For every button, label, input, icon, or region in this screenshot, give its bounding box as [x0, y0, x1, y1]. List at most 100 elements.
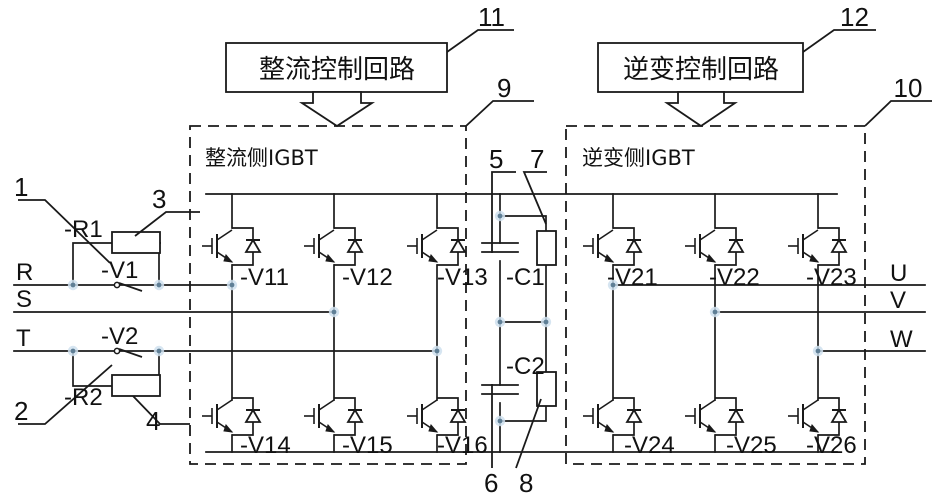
label-phase-w: W: [890, 326, 913, 353]
rect-control-box[interactable]: [225, 42, 448, 93]
label-v16: -V16: [437, 432, 488, 459]
label-r1: -R1: [64, 216, 103, 243]
igbt-v23-diode-top-lead: [818, 227, 840, 240]
igbt-v11-diode-bottom-lead: [232, 252, 254, 266]
igbt-v13[interactable]: [406, 227, 466, 266]
leader-7: [522, 171, 547, 225]
label-v23: -V23: [806, 264, 857, 291]
label-phase-u: U: [890, 260, 907, 287]
igbt-v16-diode-bottom-lead: [437, 422, 459, 436]
switch-v2-blade: [118, 348, 143, 358]
inv-control-arrow-icon: [664, 91, 738, 128]
label-v25: -V25: [726, 432, 777, 459]
igbt-v11[interactable]: [201, 227, 261, 266]
inv-control-label: 逆变控制回路: [623, 55, 779, 85]
igbt-v25-diode-bottom-lead: [715, 422, 737, 436]
rect-region-label: 整流侧IGBT: [205, 146, 318, 170]
node-dc-midpoint-right: [540, 316, 552, 328]
switch-v2-pivot: [113, 347, 121, 355]
rectifier-igbt-bottom-row: [201, 397, 466, 436]
leader-11: [446, 29, 514, 53]
rect-control-arrow-icon: [298, 91, 376, 128]
igbt-v21-diode-top-lead: [613, 227, 635, 240]
node-r-right: [153, 279, 165, 291]
leader-8: [515, 398, 542, 469]
igbt-v22-diode-bottom-lead: [715, 252, 737, 266]
igbt-v15-diode-bottom-lead: [334, 422, 356, 436]
callout-6: 6: [484, 468, 498, 498]
node-dc-neg-cap: [494, 415, 506, 427]
switch-v1-pivot: [113, 281, 121, 289]
igbt-v25[interactable]: [684, 397, 744, 436]
wire-r2-branch-left: [72, 350, 113, 387]
label-r2: -R2: [64, 384, 103, 411]
node-inv-leg3: [812, 345, 824, 357]
igbt-v16-diode-top-lead: [437, 397, 459, 410]
callout-11: 11: [478, 2, 505, 32]
bleeder-resistor-7-body: [536, 230, 557, 266]
label-c2: -C2: [506, 353, 545, 380]
label-v1: -V1: [101, 257, 138, 284]
bleeder-r8-bottom-lead: [499, 405, 547, 422]
bleeder-r7-top-lead: [499, 215, 547, 232]
node-t-right: [153, 345, 165, 357]
callout-8: 8: [519, 468, 533, 498]
inverter-igbt-bottom-row: [582, 397, 847, 436]
inverter-igbt-top-row: [582, 227, 847, 266]
igbt-v15-diode-top-lead: [334, 397, 356, 410]
igbt-v15[interactable]: [303, 397, 363, 436]
label-v24: -V24: [624, 432, 675, 459]
label-v14: -V14: [240, 432, 291, 459]
igbt-v24-diode-top-lead: [613, 397, 635, 410]
region-inverter-side: [565, 125, 866, 465]
label-v21: -V21: [607, 264, 658, 291]
resistor-r2-body: [111, 374, 161, 397]
node-r-left: [67, 279, 79, 291]
label-phase-s: S: [16, 286, 32, 313]
igbt-v21[interactable]: [582, 227, 642, 266]
igbt-v23[interactable]: [787, 227, 847, 266]
label-v12: -V12: [342, 264, 393, 291]
leader-12: [802, 29, 876, 53]
callout-3: 3: [152, 184, 166, 214]
igbt-v11-diode-top-lead: [232, 227, 254, 240]
label-v22: -V22: [709, 264, 760, 291]
igbt-v12[interactable]: [303, 227, 363, 266]
igbt-v26-diode-bottom-lead: [818, 422, 840, 436]
igbt-v14[interactable]: [201, 397, 261, 436]
igbt-v24-diode-bottom-lead: [613, 422, 635, 436]
leader-4: [132, 395, 190, 425]
igbt-v12-diode-bottom-lead: [334, 252, 356, 266]
igbt-v22[interactable]: [684, 227, 744, 266]
label-v13: -V13: [437, 264, 488, 291]
igbt-v26[interactable]: [787, 397, 847, 436]
node-t-left: [67, 345, 79, 357]
igbt-v12-diode-top-lead: [334, 227, 356, 240]
leader-3: [134, 211, 200, 237]
inv-control-box[interactable]: [597, 42, 804, 93]
leader-9: [465, 100, 534, 127]
label-v26: -V26: [806, 432, 857, 459]
igbt-v26-diode-top-lead: [818, 397, 840, 410]
switch-v1-blade: [118, 282, 143, 292]
rect-control-label: 整流控制回路: [259, 55, 415, 85]
node-rect-leg2: [328, 306, 340, 318]
igbt-v25-diode-top-lead: [715, 397, 737, 410]
igbt-v16[interactable]: [406, 397, 466, 436]
callout-7: 7: [530, 144, 544, 174]
connection-nodes: [67, 210, 824, 427]
igbt-v14-diode-top-lead: [232, 397, 254, 410]
resistor-bodies: [111, 230, 557, 407]
callout-10: 10: [894, 73, 923, 103]
igbt-v22-diode-top-lead: [715, 227, 737, 240]
switch-contacts: [113, 281, 143, 358]
node-dc-midpoint-left: [494, 316, 506, 328]
node-rect-leg1: [226, 279, 238, 291]
node-dc-pos-cap: [494, 210, 506, 222]
node-inv-leg2: [709, 306, 721, 318]
igbt-v13-diode-bottom-lead: [437, 252, 459, 266]
igbt-v24[interactable]: [582, 397, 642, 436]
bleeder-resistor-8-body: [536, 371, 557, 407]
